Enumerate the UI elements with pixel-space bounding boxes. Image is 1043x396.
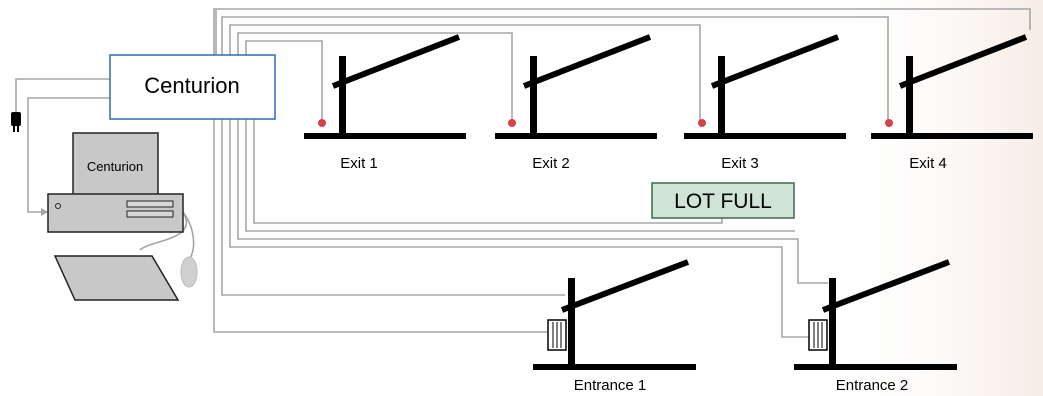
gate-arm <box>710 34 840 89</box>
wire-lot-full <box>253 113 723 224</box>
gate-post <box>339 56 346 136</box>
gate-arm <box>331 34 461 89</box>
monitor-label: Centurion <box>87 159 143 174</box>
gate-post <box>829 278 836 368</box>
wire-entrance-2-c <box>229 118 810 338</box>
wire-entrance-1-b <box>213 118 548 333</box>
wire-computer <box>27 97 110 213</box>
exit-label: Exit 3 <box>721 155 759 172</box>
lot-full-sign: LOT FULL <box>651 182 795 219</box>
gate-base <box>533 364 696 370</box>
wire-mouse <box>139 211 187 251</box>
wire-power <box>15 78 110 112</box>
gate-post <box>718 56 725 136</box>
exit-gate-2: Exit 2 <box>495 34 657 172</box>
sensor-icon <box>885 119 893 127</box>
wire-entrance-1-a <box>221 118 565 296</box>
drive-bay-1 <box>126 200 174 208</box>
entrance-gate-1: Entrance 1 <box>533 259 696 394</box>
exit-gate-4: Exit 4 <box>871 34 1033 172</box>
gate-base <box>794 364 957 370</box>
controller-label: Centurion <box>144 73 239 98</box>
gate-post <box>530 56 537 136</box>
gate-arm <box>560 259 690 313</box>
exit-gate-3: Exit 3 <box>684 34 846 172</box>
sensor-icon <box>318 119 326 127</box>
entrance-label: Entrance 2 <box>836 377 909 394</box>
wire-entrance-2-b <box>237 118 828 284</box>
power-led <box>55 203 61 209</box>
gate-arm <box>821 259 951 313</box>
gate-post <box>906 56 913 136</box>
gate-base <box>871 133 1033 139</box>
arrow-icon <box>41 208 48 216</box>
lot-full-label: LOT FULL <box>674 190 772 213</box>
gate-base <box>304 133 466 139</box>
gate-arm <box>522 34 652 89</box>
gate-base <box>684 133 846 139</box>
sensor-icon <box>698 119 706 127</box>
exit-label: Exit 1 <box>340 155 378 172</box>
background-tint <box>820 0 1043 396</box>
wire-mouse-2 <box>182 211 195 259</box>
centurion-controller[interactable]: Centurion <box>109 54 276 120</box>
drive-bay-2 <box>126 210 174 218</box>
computer: Centurion <box>47 132 198 301</box>
entrance-gate-2: Entrance 2 <box>794 259 957 394</box>
keyboard-icon <box>53 255 180 301</box>
wire-entrance-2-a <box>245 118 795 232</box>
wire-exit-3 <box>229 24 701 120</box>
wire-exit-2 <box>237 32 513 120</box>
gate-post <box>568 278 575 368</box>
exit-gate-1: Exit 1 <box>304 34 466 172</box>
exit-label: Exit 4 <box>909 155 947 172</box>
ticket-dispenser-icon <box>547 319 567 351</box>
sensor-icon <box>508 119 516 127</box>
mouse-icon <box>180 256 198 288</box>
gate-base <box>495 133 657 139</box>
power-plug-icon <box>11 112 21 132</box>
ticket-dispenser-icon <box>808 319 828 351</box>
gate-arm <box>898 34 1028 89</box>
exit-label: Exit 2 <box>532 155 570 172</box>
entrance-label: Entrance 1 <box>574 377 647 394</box>
